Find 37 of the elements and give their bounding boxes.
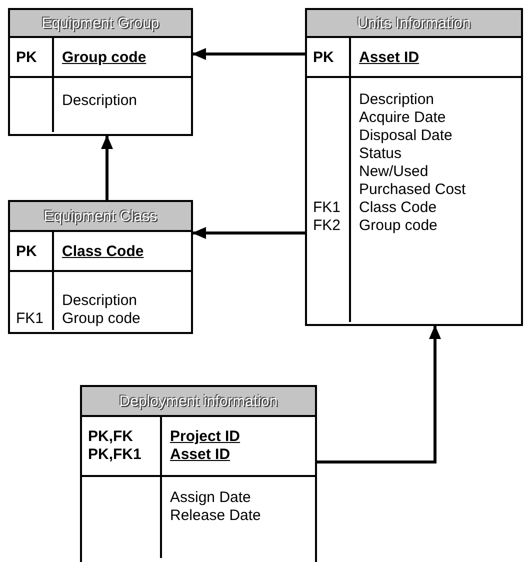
field-name: Description [62,92,138,110]
field-name: Group code [359,217,438,235]
entity-table [8,200,193,334]
key-field-name: Asset ID [170,446,230,464]
relationship-arrow [192,227,305,239]
field-name: Disposal Date [359,127,452,145]
field-name: Release Date [170,507,261,525]
table-title: Units Information [357,14,471,32]
field-name: New/Used [359,163,428,181]
key-label: PK [16,49,37,67]
field-name: Description [62,292,138,310]
entity-table [80,385,317,562]
key-label: PK [313,49,334,67]
key-label: PK,FK1 [88,446,142,464]
field-name: Assign Date [170,489,251,507]
entity-table [305,8,523,326]
relationship-arrow [101,135,113,200]
key-label: FK1 [313,199,341,217]
key-label: PK [16,243,37,261]
field-name: Purchased Cost [359,181,466,199]
table-title: Equipment Group [42,14,160,32]
key-field-name: Asset ID [359,49,420,67]
key-field-name: Group code [62,49,146,67]
key-field-name: Project ID [170,428,240,446]
entity-table [8,8,193,136]
table-title: Deployment information [119,392,278,410]
field-name: Class Code [359,199,437,217]
field-name: Group code [62,310,140,328]
relationship-arrow [317,325,441,464]
field-name: Status [359,145,402,163]
key-label: PK,FK [88,428,133,446]
key-field-name: Class Code [62,243,144,261]
relationship-arrow [192,48,305,60]
key-label: FK1 [16,310,44,328]
field-name: Description [359,91,434,109]
key-label: FK2 [313,217,341,235]
field-name: Acquire Date [359,109,446,127]
